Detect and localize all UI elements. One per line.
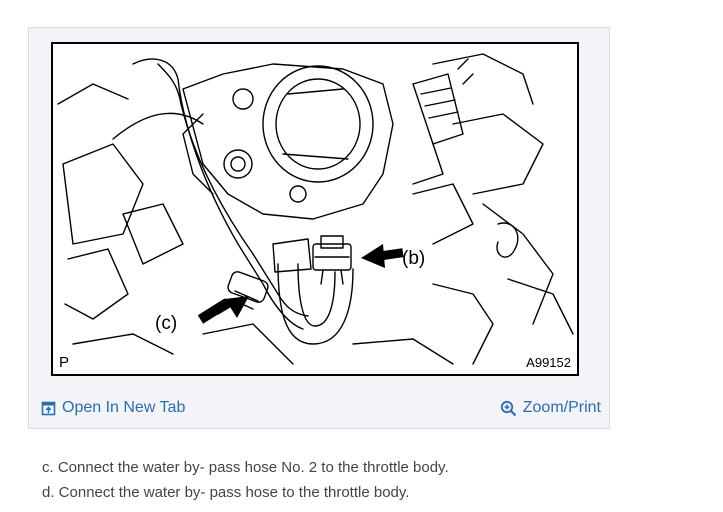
callout-c-label: (c) <box>155 313 178 334</box>
engine-line-drawing <box>57 53 574 365</box>
step-c-text: c. Connect the water by- pass hose No. 2… <box>42 459 449 476</box>
step-d-text: d. Connect the water by- pass hose to th… <box>42 484 410 501</box>
open-in-new-tab-icon <box>41 401 56 416</box>
instruction-steps: c. Connect the water by- pass hose No. 2… <box>42 455 449 505</box>
open-in-new-tab-label: Open In New Tab <box>62 399 186 416</box>
figure-corner-letter: P <box>59 354 70 371</box>
callout-b-label: (b) <box>402 248 426 269</box>
zoom-print-label: Zoom/Print <box>522 399 601 416</box>
zoom-in-icon <box>500 400 517 417</box>
open-in-new-tab-link[interactable]: Open In New Tab <box>41 399 185 417</box>
zoom-print-link[interactable]: Zoom/Print <box>500 399 601 417</box>
figure-code: A99152 <box>526 355 571 370</box>
figure-toolbar: Open In New Tab Zoom/Print <box>29 390 609 428</box>
throttle-body-diagram[interactable]: (b) (c) P A99152 <box>51 42 579 376</box>
figure-card: (b) (c) P A99152 Open In New Tab <box>28 27 610 429</box>
